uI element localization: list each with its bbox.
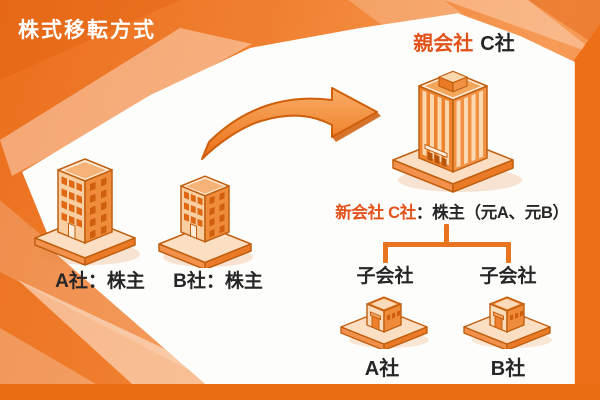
subsidiary-right-label: 子会社 bbox=[479, 266, 537, 287]
tree-right-drop-line bbox=[506, 242, 511, 263]
parent-building-penthouse bbox=[438, 70, 468, 93]
page-title: 株式移転方式 bbox=[18, 19, 156, 42]
parent-company-name: C社 bbox=[480, 33, 515, 55]
parent-building-tower bbox=[418, 70, 488, 173]
subsidiary-a-box bbox=[366, 296, 402, 333]
tree-stem-line bbox=[444, 224, 449, 244]
building-b-illustration bbox=[158, 175, 253, 268]
company-a-shareholder-label: A社：株主 bbox=[55, 271, 145, 292]
subsidiary-a-label: A社 bbox=[364, 358, 400, 380]
subsidiary-left-label: 子会社 bbox=[356, 266, 414, 287]
subsidiary-b-building-illustration bbox=[463, 296, 552, 349]
tree-left-drop-line bbox=[383, 242, 388, 263]
parent-building-illustration bbox=[392, 70, 522, 193]
new-company-label: 新会社 C社：株主（元A、元B） bbox=[327, 199, 577, 223]
new-company-rest: ：株主（元A、元B） bbox=[415, 204, 569, 222]
building-b-tower bbox=[180, 175, 230, 243]
new-company-highlight: 新会社 C社 bbox=[335, 204, 416, 222]
building-a-illustration bbox=[34, 158, 140, 266]
company-b-shareholder-label: B社：株主 bbox=[173, 271, 263, 292]
parent-company-prefix: 親会社 bbox=[413, 33, 474, 55]
parent-company-label: 親会社 C社 bbox=[394, 27, 534, 56]
subsidiary-b-box bbox=[489, 296, 525, 333]
subsidiary-a-building-illustration bbox=[340, 296, 429, 349]
subsidiary-b-label: B社 bbox=[490, 358, 526, 380]
tree-horizontal-line bbox=[383, 242, 511, 247]
building-b-platform bbox=[158, 224, 252, 268]
transfer-arrow-icon bbox=[201, 87, 381, 160]
bottom-edge-strip bbox=[0, 384, 600, 400]
building-a-tower bbox=[57, 158, 113, 245]
